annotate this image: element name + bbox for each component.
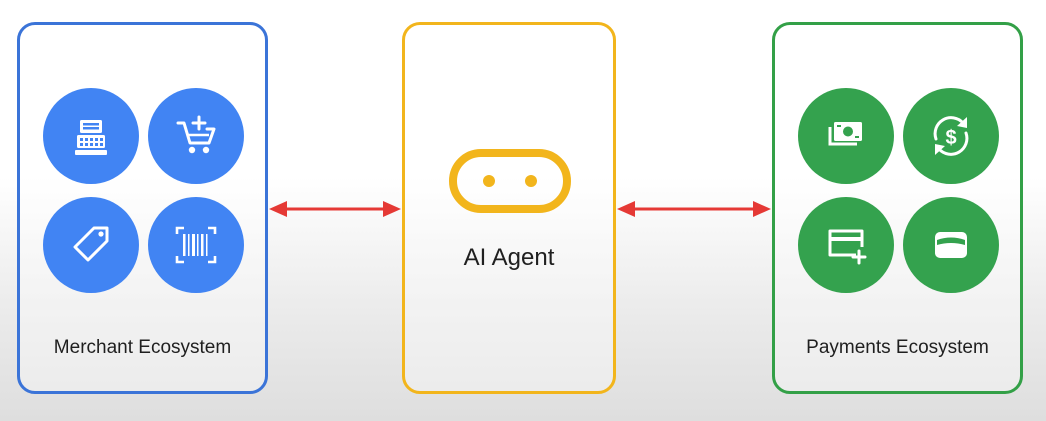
svg-text:$: $	[945, 127, 956, 149]
ai-agent-label: AI Agent	[463, 244, 555, 271]
merchant-ecosystem-label: Merchant Ecosystem	[53, 337, 232, 358]
ai-agent-panel: AI Agent	[402, 22, 616, 394]
payments-ecosystem-panel: $ Payments Ecosystem	[772, 22, 1023, 394]
price-tag-icon	[43, 197, 139, 293]
add-to-cart-icon	[148, 88, 244, 184]
payments-ecosystem-label: Payments Ecosystem	[806, 337, 989, 358]
currency-exchange-icon: $	[903, 88, 999, 184]
barcode-scan-icon	[148, 197, 244, 293]
cash-register-icon	[43, 88, 139, 184]
wallet-icon	[903, 197, 999, 293]
merchant-agent-arrow	[269, 201, 401, 217]
merchant-ecosystem-panel: Merchant Ecosystem	[17, 22, 268, 394]
add-card-icon	[798, 197, 894, 293]
agent-payments-arrow	[617, 201, 771, 217]
cash-icon	[798, 88, 894, 184]
robot-face-icon	[449, 149, 571, 213]
